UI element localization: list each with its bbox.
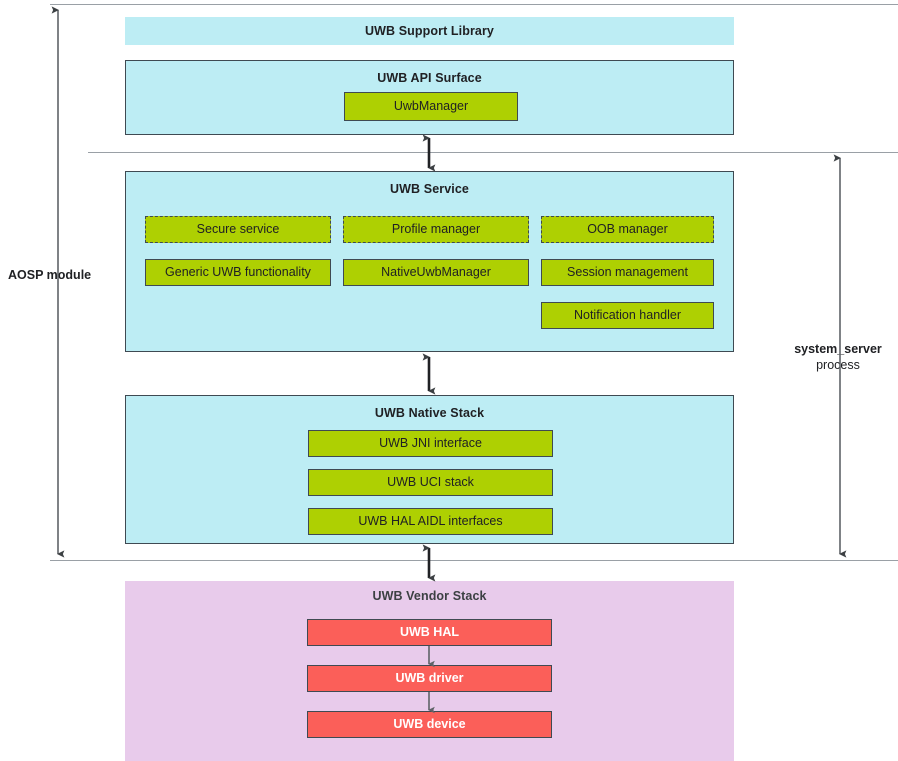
layer-api-surface: UWB API Surface UwbManager xyxy=(125,60,734,135)
system-server-annotation: system_server process xyxy=(780,342,896,373)
system-server-process-label: process xyxy=(816,357,860,372)
component-native-uwb-manager[interactable]: NativeUwbManager xyxy=(343,259,529,286)
component-secure-service[interactable]: Secure service xyxy=(145,216,331,243)
aosp-module-annotation: AOSP module xyxy=(8,268,91,284)
component-generic-uwb-functionality[interactable]: Generic UWB functionality xyxy=(145,259,331,286)
layer-support-library-title: UWB Support Library xyxy=(365,24,494,38)
layer-api-surface-title: UWB API Surface xyxy=(377,71,482,85)
native-vendor-boundary-rule xyxy=(50,560,898,561)
component-uwb-uci-stack[interactable]: UWB UCI stack xyxy=(308,469,553,496)
api-service-boundary-rule xyxy=(88,152,898,153)
layer-vendor-stack: UWB Vendor Stack UWB HAL UWB driver UWB … xyxy=(125,581,734,761)
layer-uwb-service: UWB Service Secure service Profile manag… xyxy=(125,171,734,352)
component-uwb-manager[interactable]: UwbManager xyxy=(344,92,518,121)
system-server-label: system_server xyxy=(794,342,882,356)
component-uwb-driver[interactable]: UWB driver xyxy=(307,665,552,692)
layer-native-stack-title: UWB Native Stack xyxy=(374,406,485,420)
component-uwb-hal-aidl-interfaces[interactable]: UWB HAL AIDL interfaces xyxy=(308,508,553,535)
component-profile-manager[interactable]: Profile manager xyxy=(343,216,529,243)
layer-native-stack: UWB Native Stack UWB JNI interface UWB U… xyxy=(125,395,734,544)
component-uwb-device[interactable]: UWB device xyxy=(307,711,552,738)
component-uwb-jni-interface[interactable]: UWB JNI interface xyxy=(308,430,553,457)
component-notification-handler[interactable]: Notification handler xyxy=(541,302,714,329)
layer-support-library: UWB Support Library xyxy=(125,17,734,45)
component-uwb-hal[interactable]: UWB HAL xyxy=(307,619,552,646)
layer-vendor-stack-title: UWB Vendor Stack xyxy=(372,589,487,603)
top-boundary-rule xyxy=(50,4,898,5)
component-session-management[interactable]: Session management xyxy=(541,259,714,286)
component-oob-manager[interactable]: OOB manager xyxy=(541,216,714,243)
layer-uwb-service-title: UWB Service xyxy=(390,182,469,196)
aosp-module-label: AOSP module xyxy=(8,268,92,282)
